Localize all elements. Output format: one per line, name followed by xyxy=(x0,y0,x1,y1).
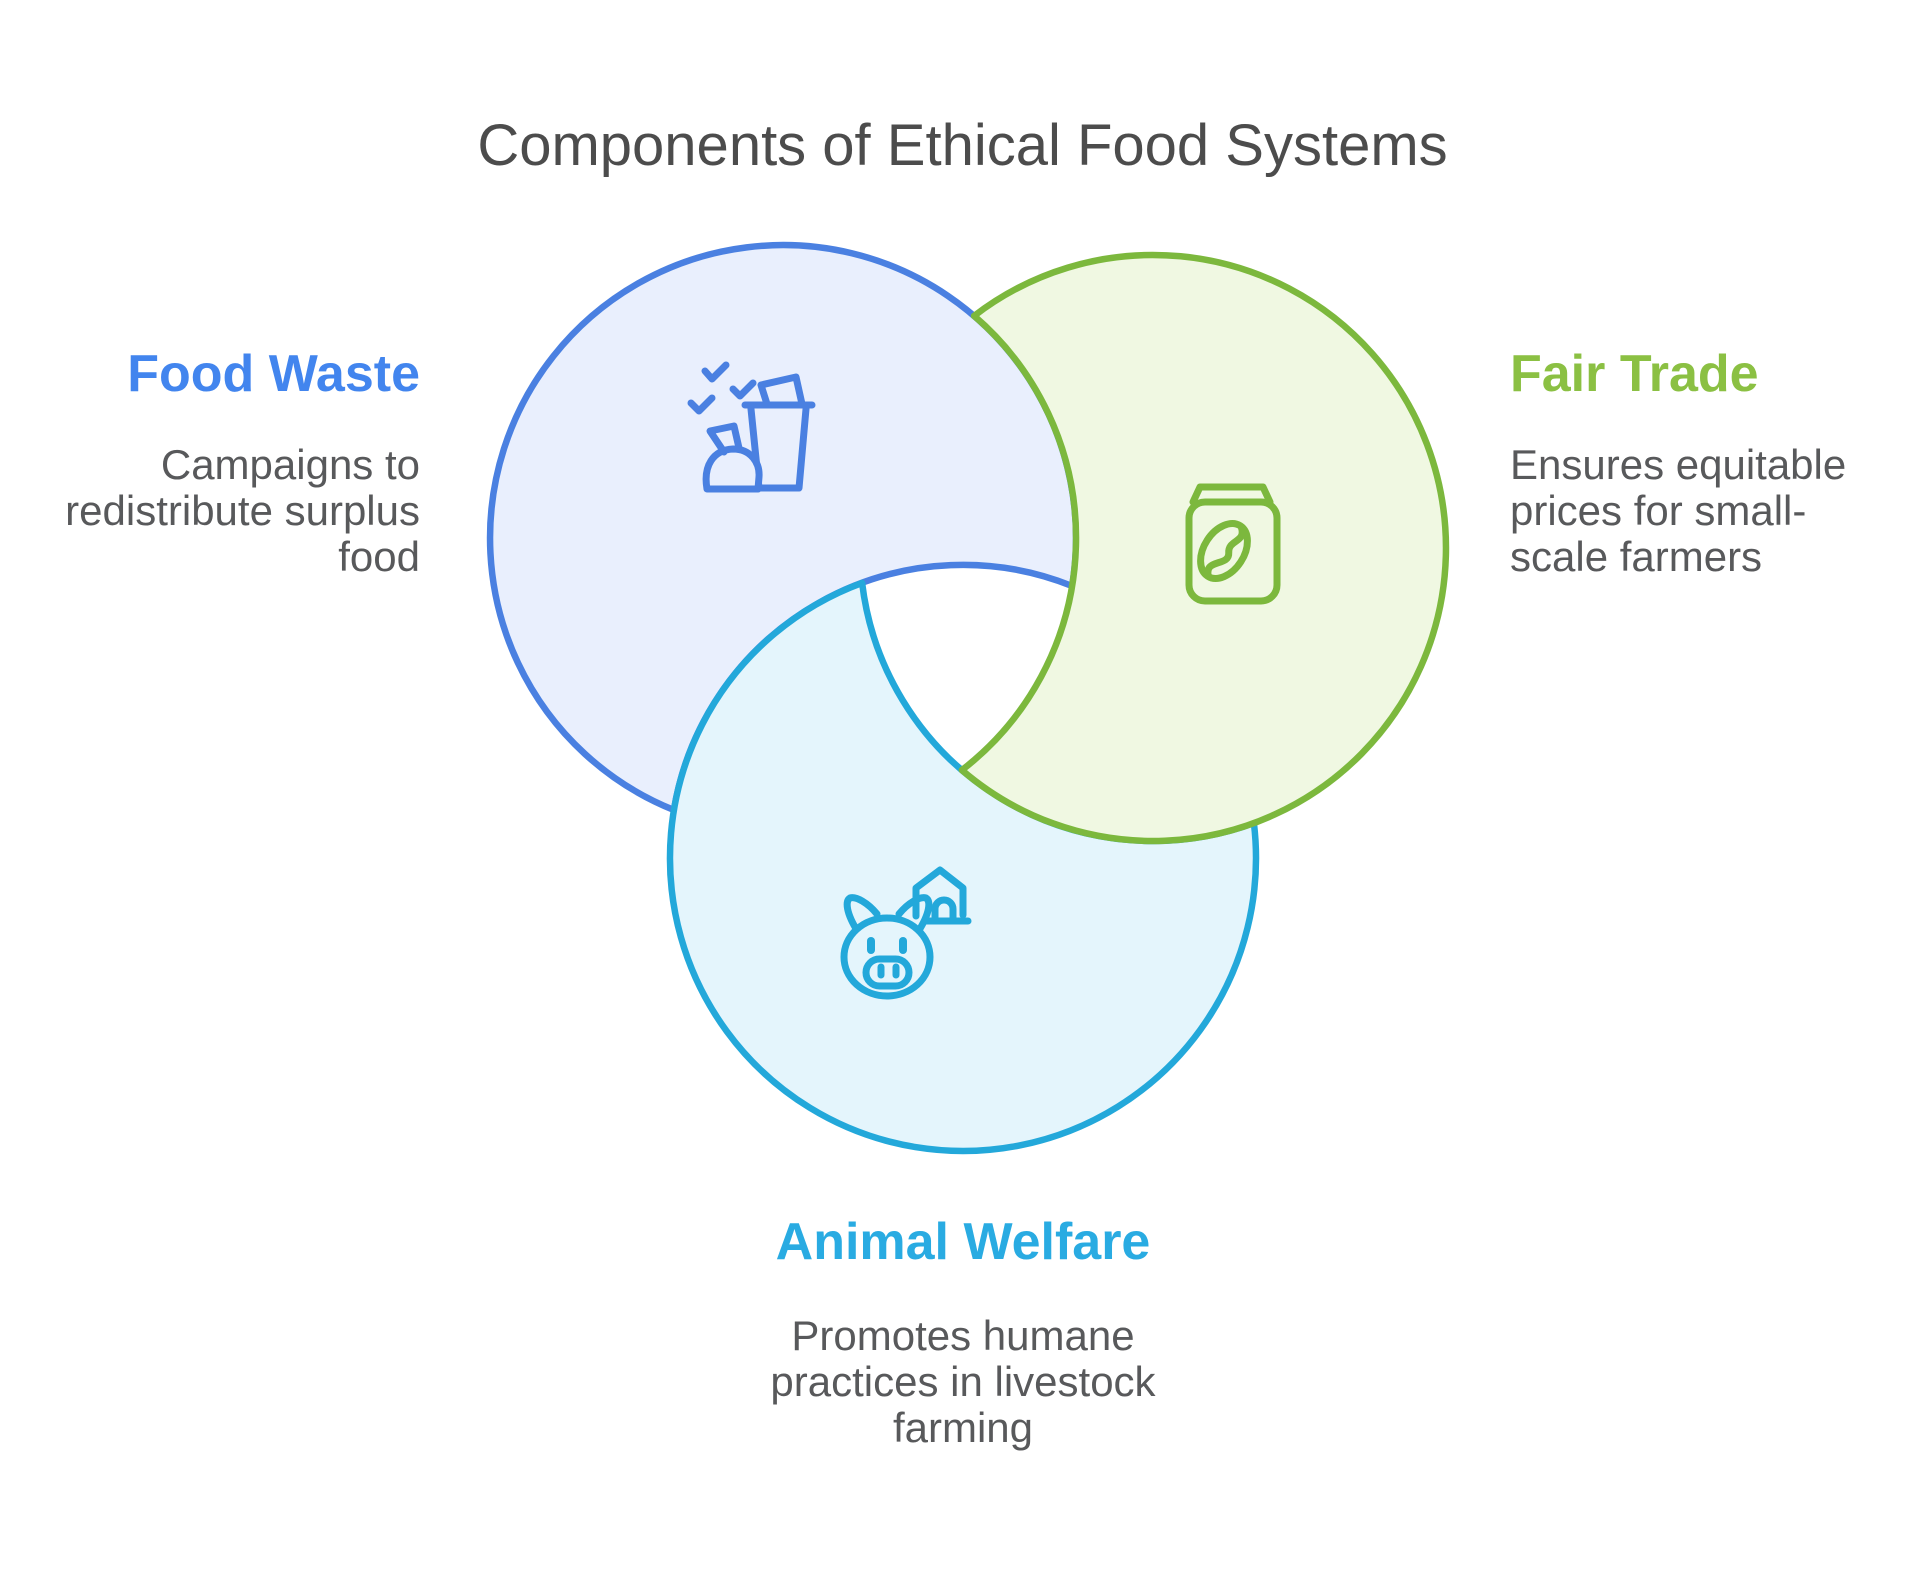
page-title: Components of Ethical Food Systems xyxy=(477,113,1448,178)
animal-welfare-section: Animal Welfare Promotes humane practices… xyxy=(613,1216,1313,1451)
food-waste-heading: Food Waste xyxy=(127,345,420,403)
fair-trade-section: Fair Trade Ensures equitable prices for … xyxy=(1510,348,1925,580)
animal-welfare-heading: Animal Welfare xyxy=(775,1213,1151,1271)
fair-trade-description: Ensures equitable prices for small- scal… xyxy=(1510,441,1847,580)
animal-welfare-description: Promotes humane practices in livestock f… xyxy=(770,1312,1156,1451)
coffee-jar-icon xyxy=(1185,483,1281,605)
fair-trade-heading: Fair Trade xyxy=(1510,345,1759,403)
waste-bin-and-bag-icon xyxy=(687,361,816,493)
food-waste-description: Campaigns to redistribute surplus food xyxy=(65,441,420,580)
pig-and-barn-icon xyxy=(840,866,972,1000)
food-waste-section: Food Waste Campaigns to redistribute sur… xyxy=(0,348,420,580)
